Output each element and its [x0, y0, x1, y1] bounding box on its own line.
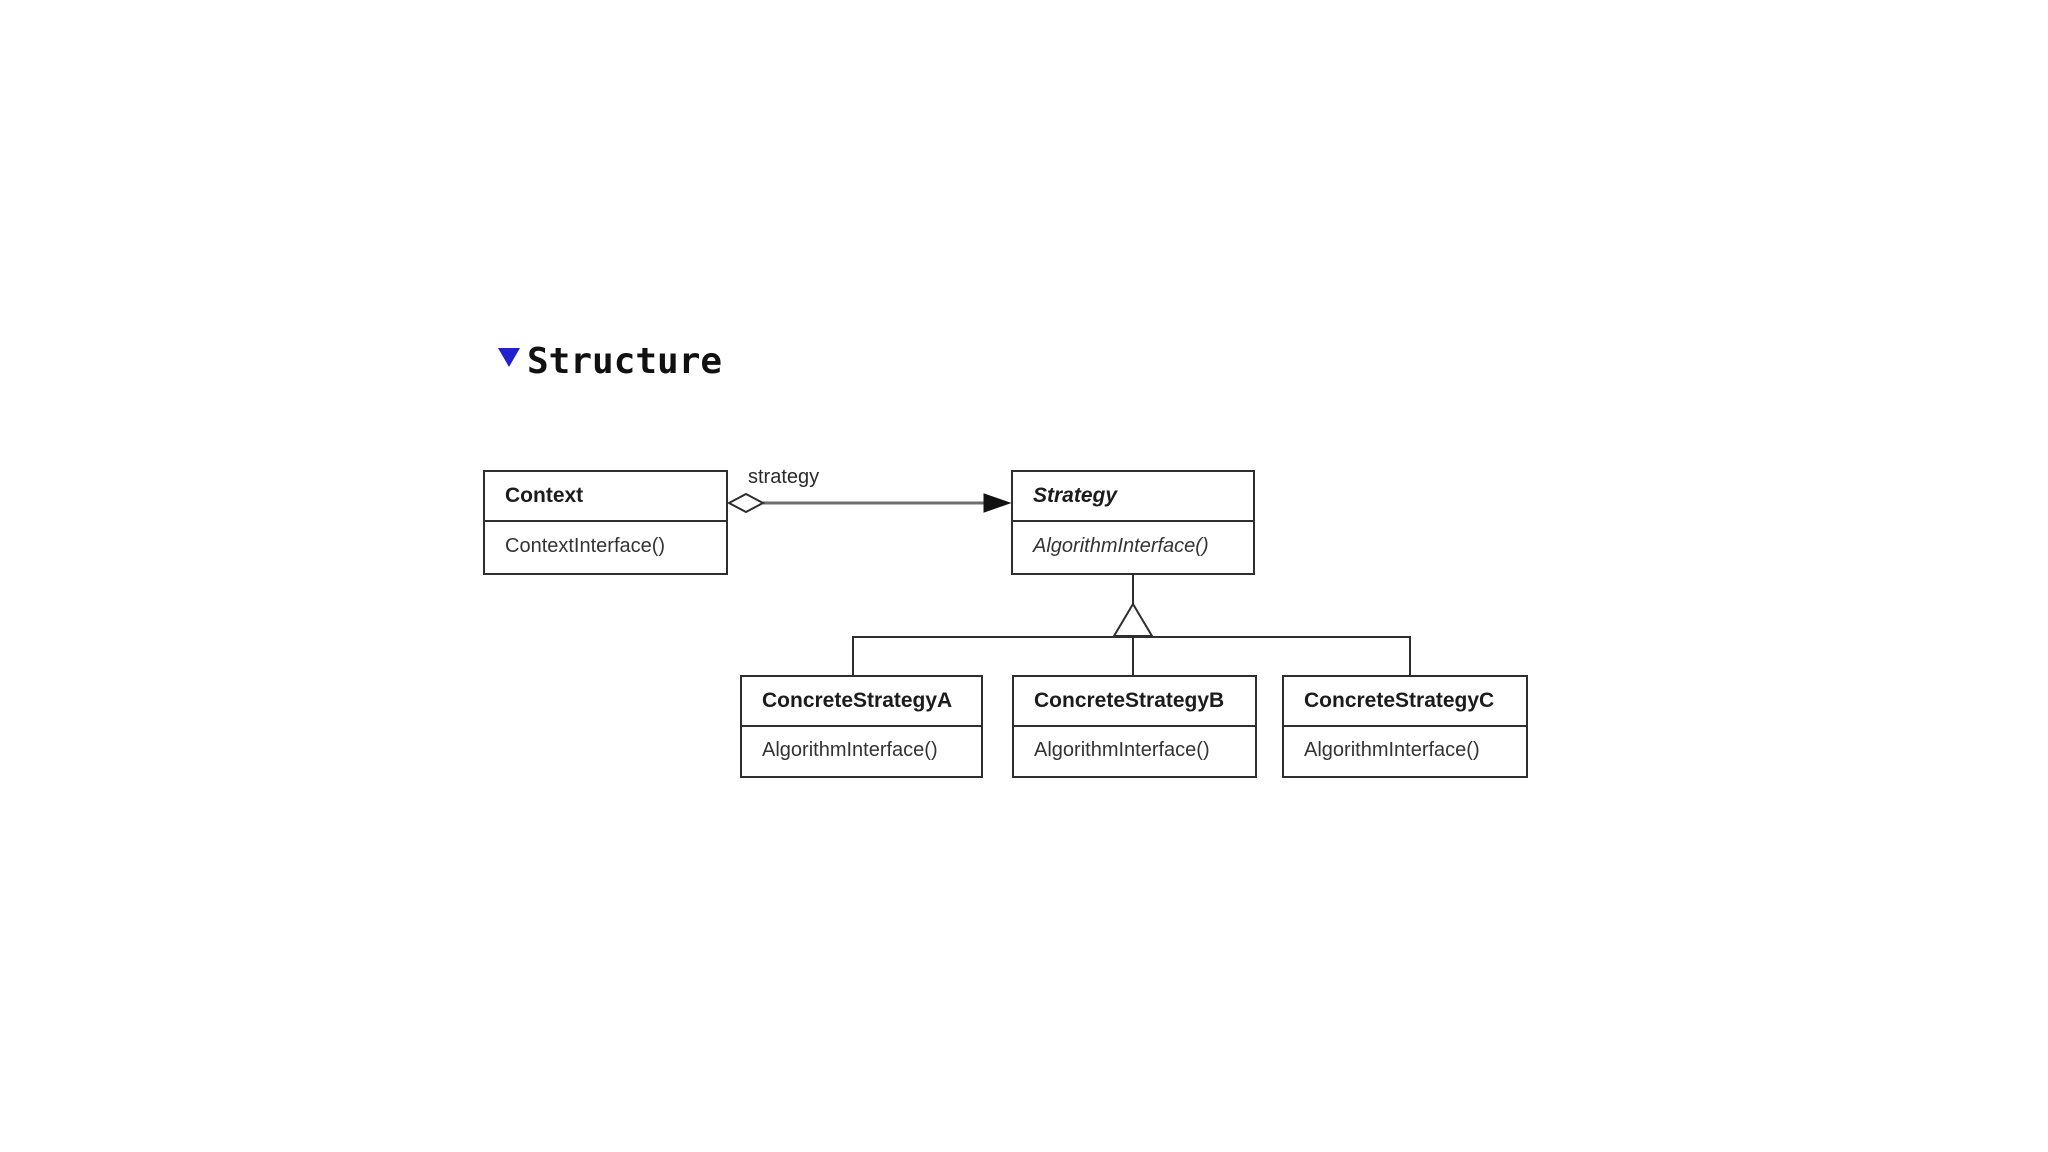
class-box-concrete-strategy-b: ConcreteStrategyB AlgorithmInterface() — [1012, 675, 1257, 778]
class-operation: ContextInterface() — [505, 535, 666, 557]
class-operation: AlgorithmInterface() — [1304, 739, 1480, 761]
class-box-concrete-strategy-c: ConcreteStrategyC AlgorithmInterface() — [1282, 675, 1528, 778]
class-name: ConcreteStrategyC — [1284, 677, 1526, 727]
class-operation: AlgorithmInterface() — [762, 739, 938, 761]
class-box-strategy: Strategy AlgorithmInterface() — [1011, 470, 1255, 575]
section-title: Structure — [498, 340, 722, 380]
class-name: ConcreteStrategyA — [742, 677, 981, 727]
inheritance-triangle-icon — [1112, 602, 1154, 637]
class-box-concrete-strategy-a: ConcreteStrategyA AlgorithmInterface() — [740, 675, 983, 778]
association-role-label: strategy — [748, 466, 820, 488]
section-title-text: Structure — [527, 341, 723, 382]
class-name: Context — [485, 472, 726, 522]
class-name: Strategy — [1013, 472, 1253, 522]
aggregation-diamond-icon — [726, 492, 766, 514]
class-name: ConcreteStrategyB — [1014, 677, 1255, 727]
class-operation: AlgorithmInterface() — [1033, 535, 1209, 557]
disclosure-triangle-icon[interactable] — [498, 348, 520, 367]
association-arrowhead-icon — [983, 493, 1012, 513]
class-box-context: Context ContextInterface() — [483, 470, 728, 575]
class-operation: AlgorithmInterface() — [1034, 739, 1210, 761]
